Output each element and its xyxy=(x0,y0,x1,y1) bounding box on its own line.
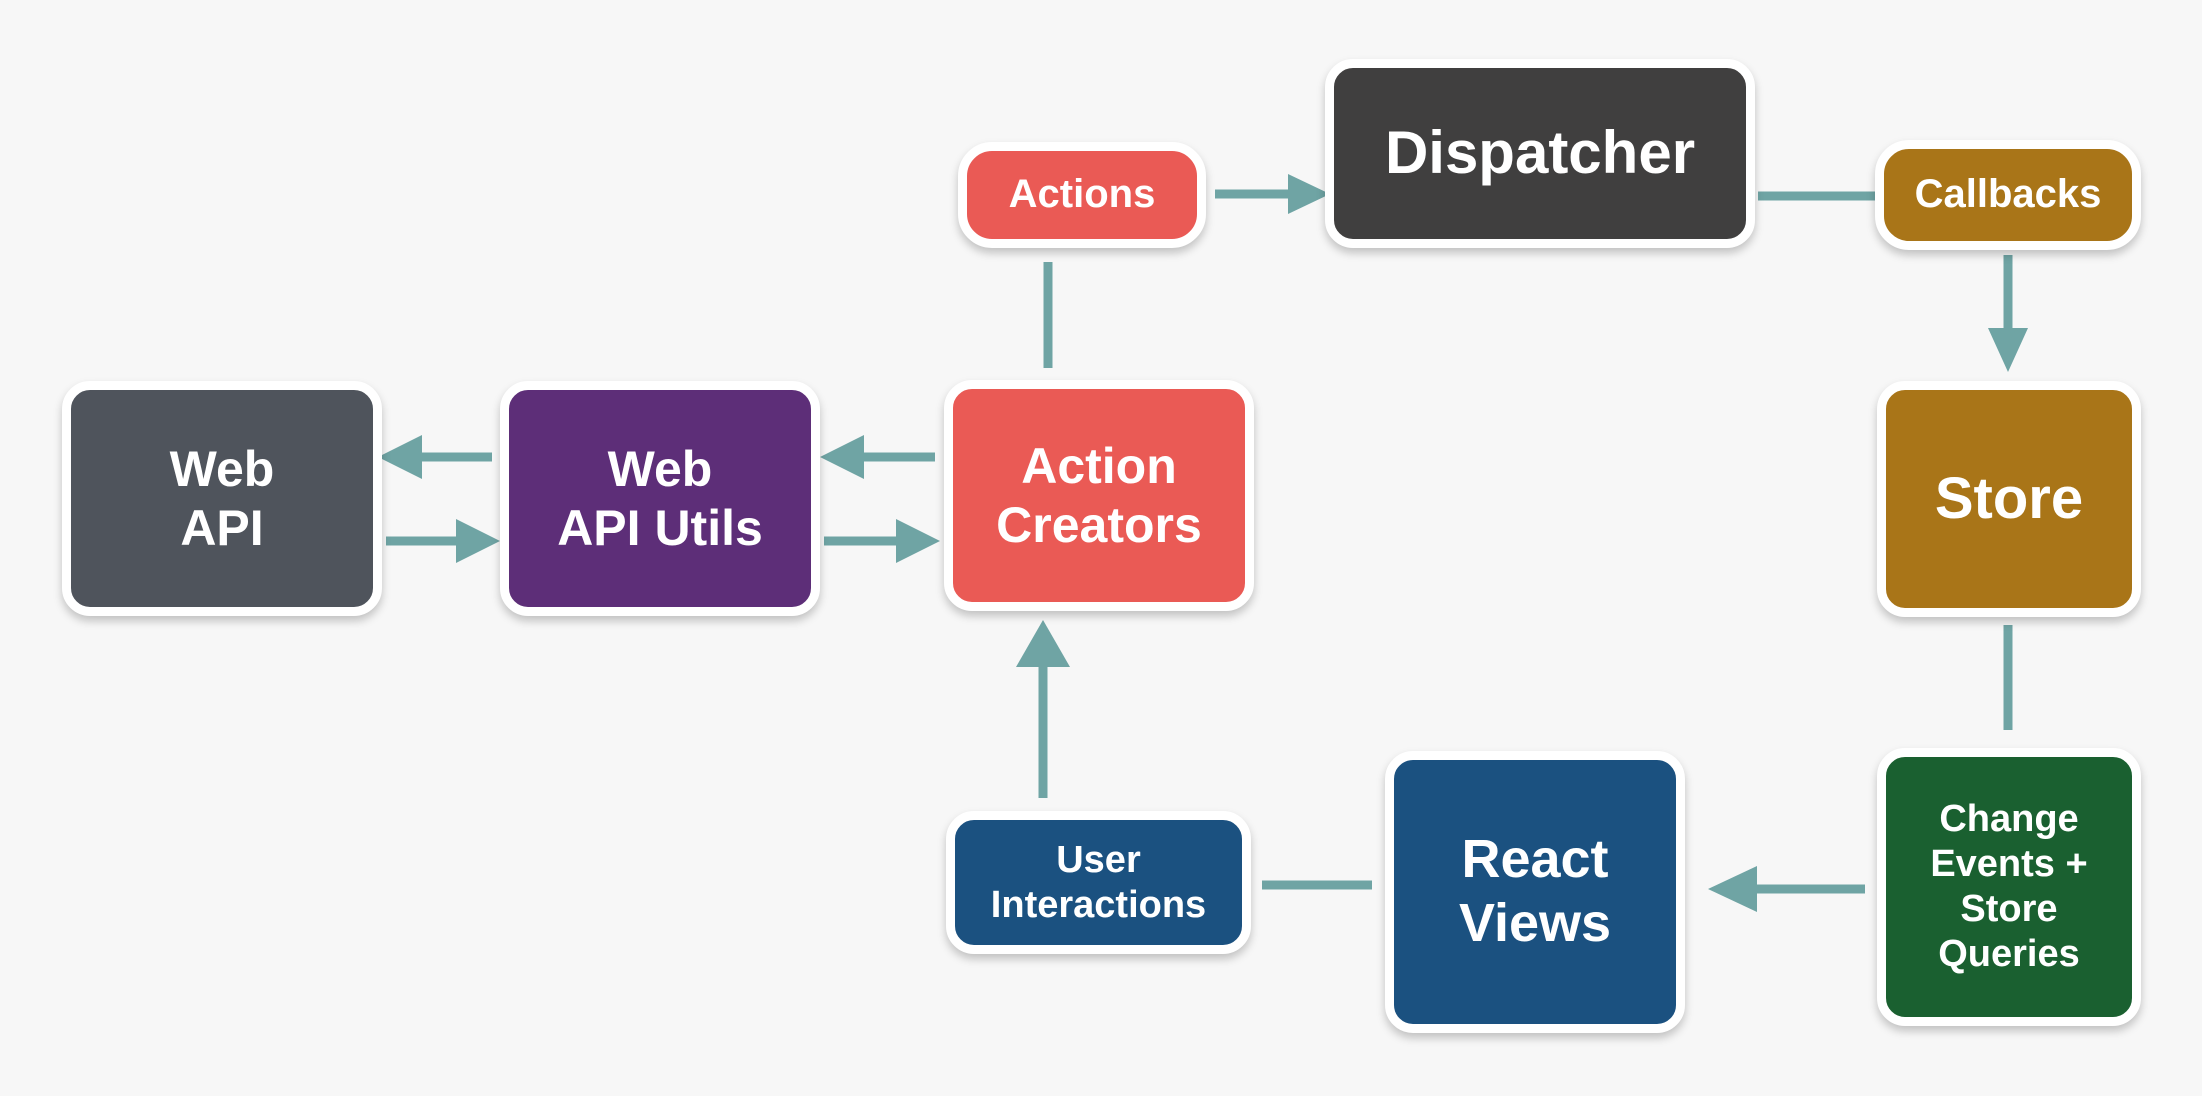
edge-change-events-to-react-views xyxy=(1708,866,1865,912)
edge-web-api-to-web-api-utils xyxy=(386,519,500,563)
node-actions[interactable]: Actions xyxy=(958,142,1206,248)
node-dispatcher-label: Dispatcher xyxy=(1384,119,1696,187)
edge-web-api-utils-to-web-api xyxy=(378,435,492,479)
node-store-label: Store xyxy=(1934,465,2084,531)
node-callbacks[interactable]: Callbacks xyxy=(1875,140,2141,250)
node-callbacks-label: Callbacks xyxy=(1914,172,2102,217)
edge-actions-to-dispatcher xyxy=(1215,174,1330,214)
edge-web-api-utils-to-action-creators xyxy=(824,519,940,563)
edge-user-interactions-to-action-creators xyxy=(1016,620,1070,798)
node-store[interactable]: Store xyxy=(1877,381,2141,617)
edge-action-creators-to-web-api-utils xyxy=(820,435,935,479)
node-actions-label: Actions xyxy=(1008,172,1156,217)
edge-callbacks-to-store xyxy=(1988,255,2028,372)
node-dispatcher[interactable]: Dispatcher xyxy=(1325,59,1755,248)
